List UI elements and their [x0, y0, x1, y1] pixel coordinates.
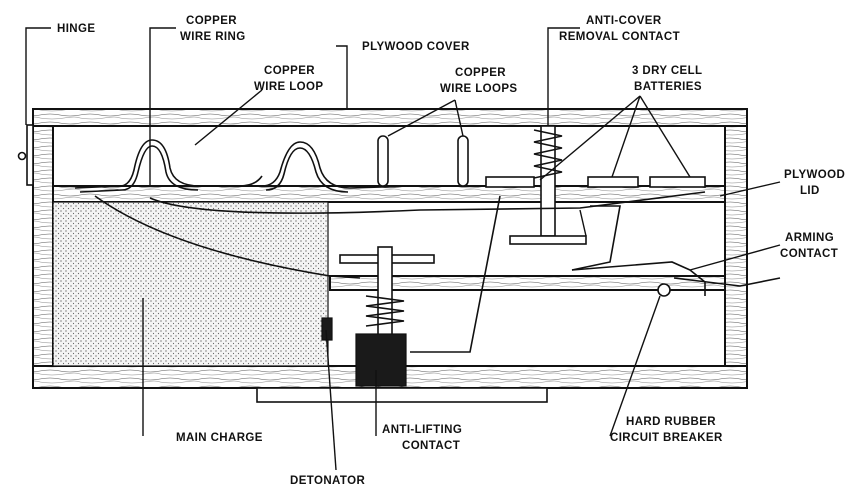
- dry-cell-batteries: [485, 176, 706, 188]
- leader-lines: [25, 27, 781, 471]
- label-copper-wire-ring-line2: WIRE RING: [180, 31, 246, 43]
- box-base-block: [256, 387, 548, 403]
- label-batteries-line2: BATTERIES: [634, 81, 702, 93]
- label-anti-lifting-line2: CONTACT: [402, 440, 460, 452]
- label-plywood-lid-line1: PLYWOOD: [784, 169, 845, 181]
- inner-shelf-board: [329, 275, 726, 291]
- label-plywood-lid-line2: LID: [800, 185, 820, 197]
- hinge-hardware: [17, 124, 34, 186]
- label-copper-wire-ring-line1: COPPER: [186, 15, 237, 27]
- anti-lifting-contact-assembly: [321, 246, 435, 387]
- label-arming-line1: ARMING: [785, 232, 834, 244]
- label-breaker-line2: CIRCUIT BREAKER: [610, 432, 723, 444]
- label-main-charge: MAIN CHARGE: [176, 432, 263, 444]
- label-detonator: DETONATOR: [290, 475, 365, 487]
- label-arming-line2: CONTACT: [780, 248, 838, 260]
- label-plywood-cover: PLYWOOD COVER: [362, 41, 470, 53]
- plywood-cover-board: [32, 108, 748, 127]
- box-left-wall: [32, 125, 54, 387]
- label-anti-cover-line1: ANTI-COVER: [586, 15, 662, 27]
- label-copper-wire-loop-line2: WIRE LOOP: [254, 81, 323, 93]
- main-charge-block: [52, 201, 329, 367]
- label-copper-wire-loops-line2: WIRE LOOPS: [440, 83, 517, 95]
- internal-wiring: [94, 191, 706, 353]
- box-right-wall: [724, 125, 748, 387]
- label-breaker-line1: HARD RUBBER: [626, 416, 716, 428]
- label-anti-cover-line2: REMOVAL CONTACT: [559, 31, 680, 43]
- label-batteries-line1: 3 DRY CELL: [632, 65, 702, 77]
- label-hinge: HINGE: [57, 23, 95, 35]
- arming-contact-assembly: [571, 261, 781, 297]
- label-copper-wire-loops-line1: COPPER: [455, 67, 506, 79]
- copper-wire-loops-group: [74, 135, 469, 193]
- label-anti-lifting-line1: ANTI-LIFTING: [382, 424, 462, 436]
- diagram-labels: HINGE COPPER WIRE RING PLYWOOD COVER COP…: [57, 15, 845, 487]
- label-copper-wire-loop-line1: COPPER: [264, 65, 315, 77]
